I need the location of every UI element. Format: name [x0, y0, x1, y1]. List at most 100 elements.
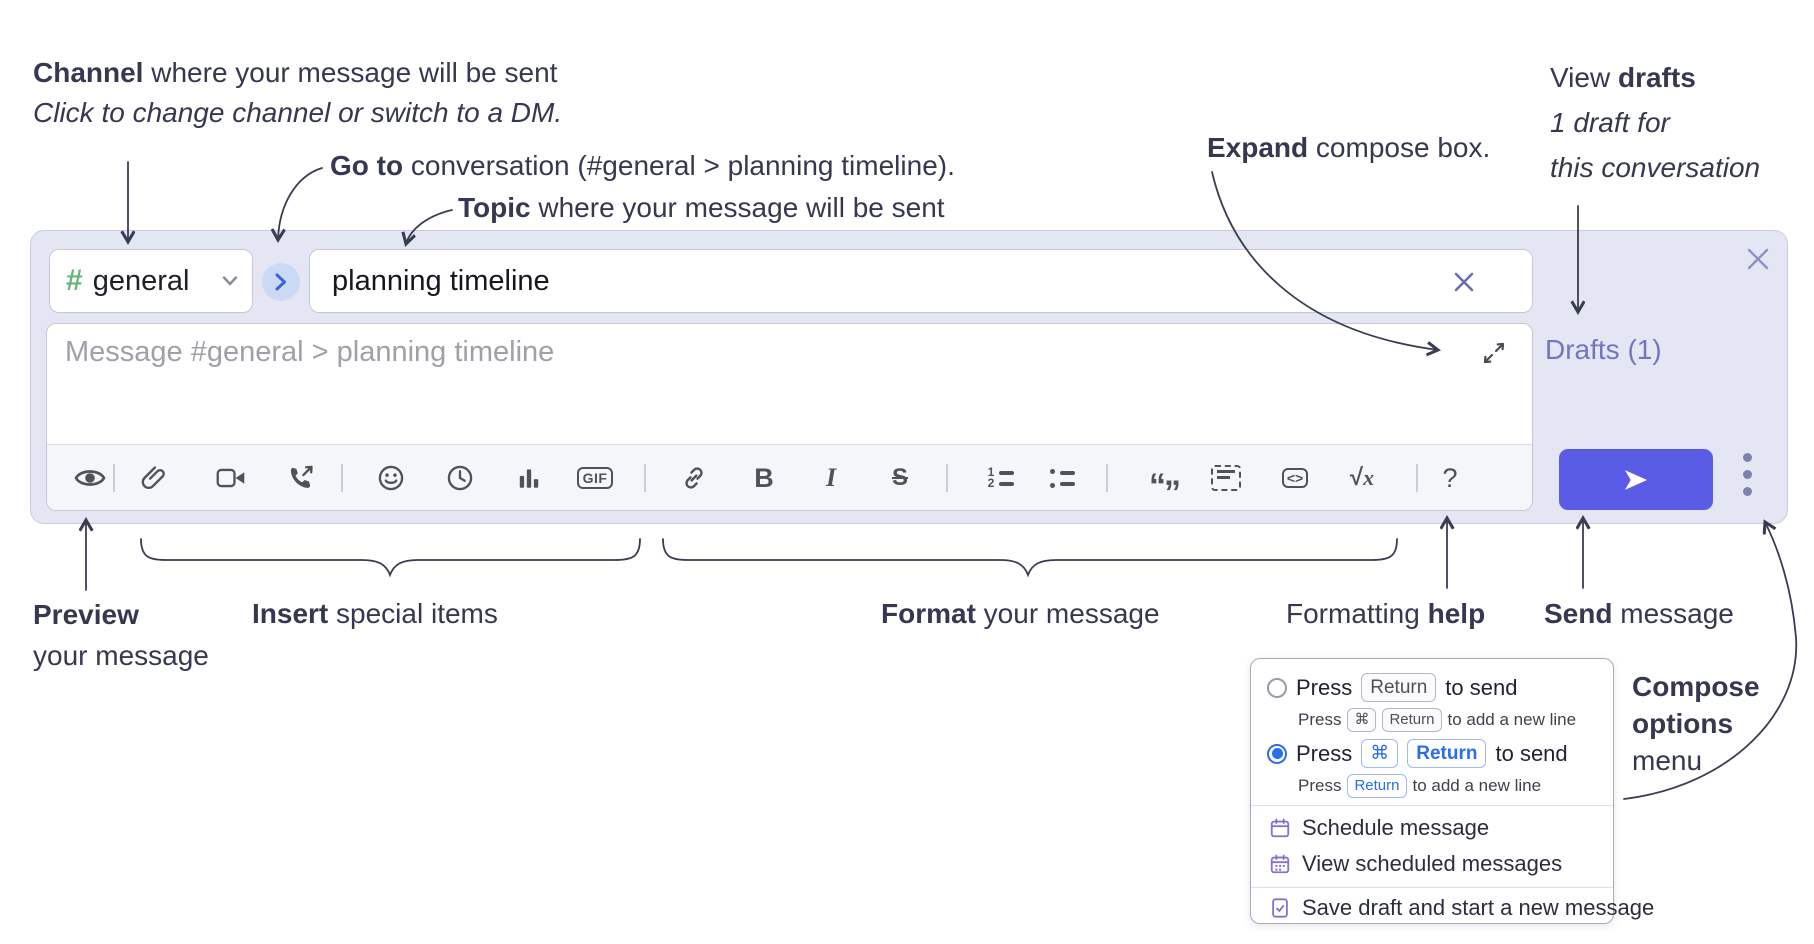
- annotation-drafts-line3: this conversation: [1550, 152, 1761, 183]
- annotation-topic-rest: where your message will be sent: [530, 192, 945, 223]
- channel-name: general: [92, 264, 190, 297]
- question-mark-icon: ?: [1442, 462, 1458, 493]
- annotation-view-drafts: View drafts 1 draft for this conversatio…: [1550, 55, 1760, 190]
- menu-option-cmd-return-to-send[interactable]: Press ⌘ Return to send: [1267, 739, 1568, 768]
- chevron-right-icon: [275, 273, 286, 291]
- add-global-time-button[interactable]: [438, 456, 482, 500]
- clear-topic-icon[interactable]: [1452, 270, 1476, 294]
- menu-item-view-scheduled[interactable]: View scheduled messages: [1269, 851, 1562, 877]
- key-return: Return: [1347, 774, 1407, 798]
- menu-divider: [1251, 805, 1613, 806]
- topic-input[interactable]: planning timeline: [309, 249, 1533, 313]
- preview-button[interactable]: [68, 456, 112, 500]
- bulleted-list-button[interactable]: [1040, 456, 1084, 500]
- italic-button[interactable]: I: [809, 456, 853, 500]
- compose-toolbar: GIF B: [47, 444, 1532, 510]
- bulleted-list-icon: [1049, 460, 1075, 497]
- radio-unselected-icon[interactable]: [1267, 677, 1287, 698]
- annotation-topic-bold: Topic: [458, 192, 531, 223]
- annotation-send: Send message: [1544, 598, 1734, 629]
- expand-compose-icon[interactable]: [1481, 340, 1507, 366]
- italic-icon: I: [825, 463, 837, 492]
- menu-divider: [1251, 887, 1613, 888]
- add-emoji-button[interactable]: [369, 456, 413, 500]
- annotation-formatting-help: Formatting help: [1286, 598, 1486, 629]
- strikethrough-icon: S: [891, 464, 908, 491]
- key-return: Return: [1407, 739, 1487, 768]
- code-icon: <>: [1281, 468, 1309, 488]
- video-call-button[interactable]: [209, 456, 253, 500]
- key-return: Return: [1361, 673, 1437, 702]
- menu-option1-subtext: Press ⌘ Return to add a new line: [1298, 708, 1576, 732]
- key-cmd: ⌘: [1347, 708, 1377, 732]
- math-button[interactable]: √x: [1340, 456, 1384, 500]
- annotation-channel-line2: Click to change channel or switch to a D…: [33, 97, 563, 128]
- add-poll-button[interactable]: [507, 456, 551, 500]
- drafts-link[interactable]: Drafts (1): [1545, 334, 1662, 365]
- annotation-channel-bold: Channel: [33, 57, 144, 88]
- compose-box: # general planning timeline Message #gen…: [30, 230, 1788, 524]
- key-cmd: ⌘: [1361, 739, 1399, 768]
- radio-selected-icon[interactable]: [1267, 743, 1287, 764]
- spoiler-icon: [1211, 465, 1241, 491]
- annotation-goto-bold: Go to: [330, 150, 404, 181]
- bold-button[interactable]: B: [742, 456, 786, 500]
- annotation-drafts-bold: drafts: [1617, 62, 1696, 93]
- menu-option-return-to-send[interactable]: Press Return to send: [1267, 673, 1517, 702]
- toolbar-divider: [644, 464, 646, 492]
- go-to-conversation-button[interactable]: [262, 263, 300, 301]
- annotation-compose-options: Compose options menu: [1632, 671, 1760, 776]
- quote-button[interactable]: “”: [1142, 456, 1186, 510]
- compose-options-menu: Press Return to send Press ⌘ Return to a…: [1250, 658, 1654, 924]
- smiley-icon: [378, 465, 404, 491]
- link-icon: [685, 467, 703, 489]
- annotation-insert: Insert special items: [252, 598, 498, 629]
- channel-selector[interactable]: # general: [49, 249, 253, 313]
- topic-value: planning timeline: [332, 264, 550, 297]
- insert-link-button[interactable]: [672, 456, 716, 500]
- add-gif-button[interactable]: GIF: [573, 456, 617, 500]
- annotation-topic: Topic where your message will be sent: [458, 188, 945, 228]
- code-button[interactable]: <>: [1273, 456, 1317, 500]
- close-compose-icon[interactable]: [1745, 246, 1771, 272]
- annotation-expand-rest: compose box.: [1308, 132, 1491, 163]
- toolbar-divider: [341, 464, 343, 492]
- formatting-help-button[interactable]: ?: [1428, 456, 1472, 500]
- annotation-goto-rest: conversation (#general > planning timeli…: [403, 150, 955, 181]
- annotation-format: Format your message: [881, 598, 1160, 629]
- paperclip-icon: [141, 466, 165, 489]
- annotation-preview-bold: Preview: [33, 599, 139, 630]
- spoiler-button[interactable]: [1204, 456, 1248, 500]
- annotation-drafts-line2: 1 draft for: [1550, 107, 1670, 138]
- annotation-channel: Channel where your message will be sent …: [33, 53, 562, 133]
- toolbar-divider: [946, 464, 948, 492]
- attach-file-button[interactable]: [132, 456, 176, 500]
- toolbar-divider: [113, 464, 115, 492]
- key-return: Return: [1382, 708, 1442, 732]
- chevron-down-icon: [222, 276, 238, 286]
- bar-chart-icon: [519, 469, 539, 488]
- brace-format: [662, 538, 1398, 578]
- voice-call-button[interactable]: [279, 456, 323, 500]
- menu-item-save-draft[interactable]: Save draft and start a new message: [1269, 895, 1654, 921]
- toolbar-divider: [1416, 464, 1418, 492]
- send-button[interactable]: [1559, 449, 1713, 510]
- message-placeholder: Message #general > planning timeline: [65, 336, 555, 368]
- menu-item-schedule-message[interactable]: Schedule message: [1269, 815, 1489, 841]
- annotation-expand-bold: Expand: [1207, 132, 1309, 163]
- ellipsis-dot: [1743, 470, 1752, 479]
- phone-call-icon: [290, 465, 313, 488]
- strikethrough-button[interactable]: S: [878, 456, 922, 500]
- ellipsis-dot: [1743, 487, 1752, 496]
- message-input[interactable]: Message #general > planning timeline: [46, 323, 1533, 511]
- math-icon: √x: [1349, 464, 1375, 491]
- gif-icon: GIF: [576, 467, 614, 489]
- ellipsis-dot: [1743, 453, 1752, 462]
- compose-options-button[interactable]: [1743, 453, 1752, 496]
- paper-plane-icon: [1624, 469, 1648, 490]
- annotation-preview-line2: your message: [33, 640, 209, 671]
- annotation-channel-rest: where your message will be sent: [143, 57, 558, 88]
- brace-insert: [140, 538, 641, 578]
